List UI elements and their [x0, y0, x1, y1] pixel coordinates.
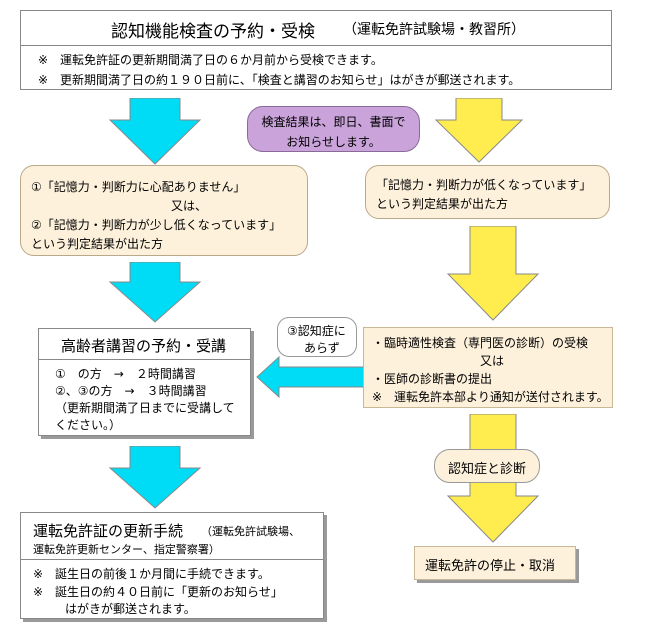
license-renewal-title-bar: 運転免許証の更新手続 （運転免許試験場、 運転免許更新センター、指定警察署） [21, 513, 323, 560]
license-renewal-title: 運転免許証の更新手続 [33, 522, 184, 540]
license-renewal-note-1: ※ 誕生日の前後１か月間に手続できます。 [33, 567, 270, 581]
license-suspension-box: 運転免許の停止・取消 [414, 546, 576, 580]
cyan-down-arrow-2 [108, 262, 202, 323]
senior-course-line-4: ください。） [55, 418, 122, 432]
result-notice-line-2: お知らせします。 [286, 135, 381, 149]
aptitude-line-4: ※ 運転免許本部より通知が送付されます。 [372, 390, 609, 404]
header-location: （運転免許試験場・教習所） [343, 22, 525, 38]
senior-course-line-1: ① の方 → ２時間講習 [55, 367, 196, 381]
not-dementia-line-2: あらず [304, 341, 340, 355]
left-result-line-2: 又は、 [171, 199, 208, 213]
right-result-line-2: という判定結果が出た方 [376, 197, 509, 211]
result-notice-pill: 検査結果は、即日、書面で お知らせします。 [247, 106, 420, 152]
not-dementia-line-1: ③認知症に [287, 324, 346, 338]
license-renewal-location-2: 運転免許更新センター、指定警察署） [33, 543, 220, 556]
yellow-down-arrow-1 [434, 98, 524, 163]
cyan-down-arrow-3 [108, 446, 202, 509]
left-result-line-3: ②「記憶力・判断力が少し低くなっています」 [31, 218, 282, 232]
left-result-box: ①「記憶力・判断力に心配ありません」 又は、 ②「記憶力・判断力が少し低くなって… [20, 165, 308, 256]
header-note-2: ※ 更新期間満了日の約１９０日前に、「検査と講習のお知らせ」はがきが郵送されます… [38, 73, 521, 87]
not-dementia-label: ③認知症に あらず [277, 317, 357, 357]
cyan-down-arrow-1 [108, 98, 202, 165]
aptitude-line-2: 又は [480, 354, 505, 368]
right-result-box: 「記憶力・判断力が低くなっています」 という判定結果が出た方 [365, 165, 610, 219]
license-suspension-label: 運転免許の停止・取消 [425, 559, 556, 574]
header-box: 認知機能検査の予約・受検 （運転免許試験場・教習所） ※ 運転免許証の更新期間満… [20, 10, 612, 90]
yellow-down-arrow-2 [446, 226, 540, 321]
header-title-bar: 認知機能検査の予約・受検 （運転免許試験場・教習所） [21, 11, 611, 46]
header-title: 認知機能検査の予約・受検 [111, 22, 315, 42]
dementia-diagnosis-pill: 認知症と診断 [434, 449, 540, 483]
senior-course-box: 高齢者講習の予約・受講 ① の方 → ２時間講習 ②、③の方 → ３時間講習 （… [38, 328, 251, 436]
dementia-diagnosis-label: 認知症と診断 [447, 462, 526, 477]
senior-course-line-2: ②、③の方 → ３時間講習 [55, 384, 207, 398]
senior-course-line-3: （更新期間満了日までに受講して [55, 401, 235, 415]
header-note-1: ※ 運転免許証の更新期間満了日の６か月前から受検できます。 [38, 53, 383, 67]
result-notice-line-1: 検査結果は、即日、書面で [261, 115, 406, 129]
license-renewal-note-3: はがきが郵送されます。 [65, 602, 196, 616]
aptitude-line-1: ・臨時適性検査（専門医の診断）の受検 [372, 336, 589, 350]
cyan-left-arrow [256, 355, 366, 399]
right-result-line-1: 「記憶力・判断力が低くなっています」 [376, 178, 592, 192]
senior-course-title-bar: 高齢者講習の予約・受講 [39, 329, 250, 360]
license-renewal-box: 運転免許証の更新手続 （運転免許試験場、 運転免許更新センター、指定警察署） ※… [20, 512, 324, 619]
aptitude-test-box: ・臨時適性検査（専門医の診断）の受検 又は ・医師の診断書の提出 ※ 運転免許本… [363, 327, 613, 408]
license-renewal-location-1: （運転免許試験場、 [201, 525, 300, 538]
license-renewal-note-2: ※ 誕生日の約４０日前に「更新のお知らせ」 [33, 585, 283, 599]
aptitude-line-3: ・医師の診断書の提出 [372, 372, 493, 386]
left-result-line-1: ①「記憶力・判断力に心配ありません」 [31, 180, 246, 194]
left-result-line-4: という判定結果が出た方 [31, 237, 164, 251]
senior-course-title: 高齢者講習の予約・受講 [61, 337, 227, 355]
